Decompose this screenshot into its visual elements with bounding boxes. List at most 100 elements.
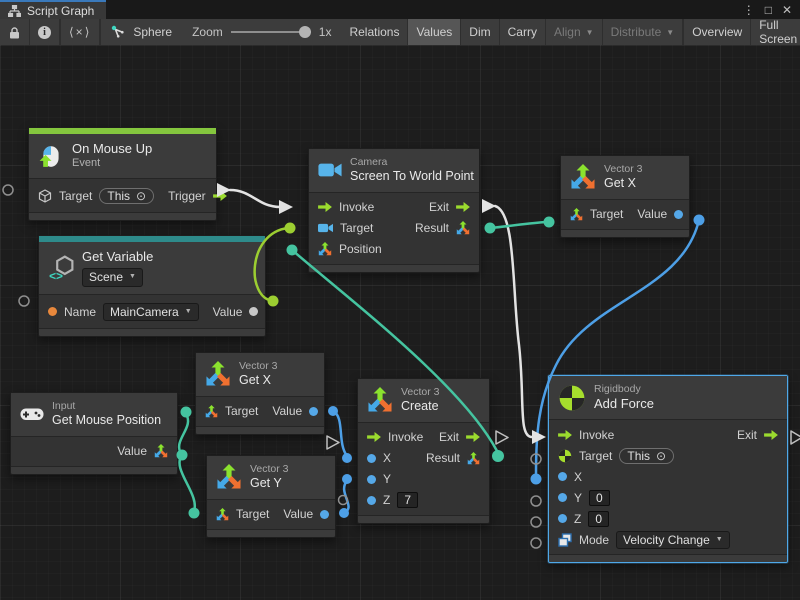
toolbar-button-carry[interactable]: Carry [500,19,546,45]
port-label-result: Result [414,221,449,236]
port-label-value: Value [272,404,303,419]
port-label-invoke: Invoke [388,430,424,445]
node-screen-to-world-point[interactable]: Camera Screen To World Point Invoke Exit… [308,148,480,273]
variable-scope-dropdown[interactable]: Scene▼ [82,268,143,288]
camera-port-icon[interactable] [318,222,333,234]
node-category: Vector 3 [239,360,278,372]
y-port[interactable] [367,474,376,484]
close-icon[interactable]: ✕ [781,2,792,17]
invoke-port-arrow-icon[interactable] [558,429,572,440]
toolbar-button-overview[interactable]: Overview [683,19,752,45]
node-rigidbody-add-force[interactable]: Rigidbody Add Force Invoke Exit Target T… [548,375,788,564]
value-port[interactable] [309,406,319,416]
variable-name-dropdown[interactable]: MainCamera▼ [103,302,199,321]
vector3-icon [367,387,393,414]
node-subtitle: Event [72,157,101,170]
toolbar-button-relations[interactable]: Relations [341,19,409,45]
value-port[interactable] [320,509,330,519]
gameobject-cube-icon[interactable] [38,188,52,203]
invoke-port-arrow-icon[interactable] [318,202,332,213]
node-title: Create [401,399,439,414]
node-category: Camera [350,156,388,168]
scope-dot-icon: ⊙ [136,188,147,203]
invoke-port-arrow-icon[interactable] [367,432,381,443]
graph-name[interactable]: Sphere [133,25,173,39]
node-vector3-get-x-top[interactable]: Vector 3 Get X Target Value [560,155,690,238]
vector3-port-icon[interactable] [216,507,229,521]
vector3-port-icon[interactable] [205,404,218,418]
z-port[interactable] [558,514,567,524]
port-label-name: Name [64,304,97,319]
node-category: Vector 3 [604,163,643,175]
node-vector3-create[interactable]: Vector 3 Create Invoke Exit X Result [357,378,490,524]
x-port[interactable] [367,453,376,463]
node-title: On Mouse Up [72,141,153,156]
zoom-slider[interactable] [230,26,311,38]
target-self-chip[interactable]: This⊙ [99,187,155,204]
node-vector3-get-y[interactable]: Vector 3 Get Y Target Value [206,455,336,538]
toolbar-button-dim[interactable]: Dim [461,19,500,45]
port-label-y: Y [383,472,392,487]
node-title: Add Force [594,396,654,412]
graph-pointer-icon [111,25,125,39]
vector3-port-icon[interactable] [456,221,470,236]
enum-port-icon[interactable] [558,533,572,547]
node-title: Get Variable [82,249,154,264]
rigidbody-icon [559,385,585,411]
y-value-field[interactable]: 0 [589,489,611,506]
z-value-field[interactable]: 7 [397,492,419,509]
value-inspect-button[interactable]: ⟨×⟩ [60,19,101,45]
node-vector3-get-x-mid[interactable]: Vector 3 Get X Target Value [195,352,325,435]
node-get-variable[interactable]: Get Variable Scene▼ Name MainCamera▼ Val… [38,235,266,338]
y-port[interactable] [558,493,567,503]
node-title: Get Y [250,476,282,491]
vector3-port-icon[interactable] [154,444,168,459]
more-menu-icon[interactable]: ⋮ [742,2,755,17]
x-port[interactable] [558,472,567,482]
mode-dropdown[interactable]: Velocity Change▼ [616,530,730,549]
name-port[interactable] [48,307,57,317]
vector3-port-icon[interactable] [318,242,332,257]
port-label-exit: Exit [438,430,459,445]
inspect-button[interactable]: i [30,19,60,45]
trigger-port-arrow-icon[interactable] [212,190,227,201]
node-title: Get X [604,176,636,191]
port-label-mode: Mode [579,532,610,547]
tab-script-graph[interactable]: Script Graph [0,0,107,19]
lock-icon [9,26,20,39]
toolbar-button-values[interactable]: Values [408,19,462,45]
rigidbody-port-icon[interactable] [558,449,572,463]
node-title: Get Mouse Position [52,413,162,428]
value-port[interactable] [249,307,259,317]
port-label-target: Target [59,188,93,203]
node-title: Screen To World Point [350,169,474,184]
toolbar-button-distribute[interactable]: Distribute▼ [603,19,684,45]
z-port[interactable] [367,495,376,505]
node-get-mouse-position[interactable]: Input Get Mouse Position Value [10,392,178,475]
port-label-y: Y [574,490,583,505]
lock-button[interactable] [0,19,30,45]
zoom-slider-handle[interactable] [298,26,311,38]
port-label-position: Position [339,242,382,257]
toolbar-button-fullscreen[interactable]: Full Screen [759,18,798,46]
chevron-down-icon: ▼ [666,27,675,37]
exit-port-arrow-icon[interactable] [466,432,480,443]
port-label-value: Value [283,507,314,522]
exit-port-arrow-icon[interactable] [764,429,778,440]
value-port[interactable] [674,209,684,219]
maximize-icon[interactable]: □ [764,2,772,17]
node-on-mouse-up[interactable]: On Mouse Up Event Target This⊙ Trigger [28,127,227,221]
exit-port-arrow-icon[interactable] [456,202,470,213]
toolbar-button-align[interactable]: Align▼ [546,19,603,45]
zoom-label: Zoom [192,25,223,39]
chevron-down-icon: ▼ [715,536,723,544]
graph-canvas[interactable]: On Mouse Up Event Target This⊙ Trigger [0,45,800,600]
z-value-field[interactable]: 0 [588,510,610,527]
vector3-port-icon[interactable] [570,207,583,221]
graph-breadcrumb: Sphere [100,19,182,45]
vector3-port-icon[interactable] [467,451,480,465]
target-self-chip[interactable]: This⊙ [619,447,675,464]
zoom-slider-track[interactable] [230,31,311,33]
node-category: Input [52,400,76,412]
